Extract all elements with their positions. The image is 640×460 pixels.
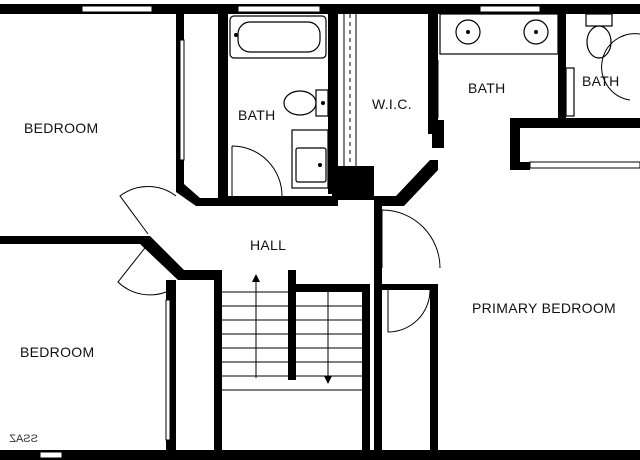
room-label-bath-center: BATH xyxy=(468,80,506,96)
room-label-wic: W.I.C. xyxy=(372,96,412,112)
stair-arrow-down-icon xyxy=(324,292,332,384)
toilet-icon-right xyxy=(585,13,613,59)
closet-doors xyxy=(165,39,640,441)
exterior-walls xyxy=(0,4,640,460)
interior-walls xyxy=(0,14,640,450)
room-labels: BEDROOM BEDROOM BATH W.I.C. BATH BATH HA… xyxy=(20,73,620,360)
room-label-primary-bedroom: PRIMARY BEDROOM xyxy=(472,300,616,316)
wic-shelving xyxy=(343,14,357,166)
doors xyxy=(117,60,441,333)
stairs-left-treads xyxy=(222,291,362,391)
sink-icon xyxy=(291,129,329,189)
top-windows xyxy=(81,5,541,13)
double-sink-icon xyxy=(439,13,559,55)
shower-icon xyxy=(565,33,640,117)
room-label-bath-right: BATH xyxy=(582,73,620,89)
stairs xyxy=(222,274,362,391)
bathtub-icon xyxy=(229,15,327,59)
fixtures xyxy=(229,13,640,189)
bottom-windows xyxy=(39,451,63,459)
room-label-bedroom-bottom: BEDROOM xyxy=(20,344,94,360)
room-label-hall: HALL xyxy=(250,237,286,253)
watermark: SSAZ xyxy=(9,433,38,445)
watermark-text: SSAZ xyxy=(9,433,38,445)
stairs-right-treads xyxy=(296,305,362,377)
stair-arrow-up-icon xyxy=(252,274,260,378)
toilet-icon xyxy=(283,89,329,117)
room-label-bedroom-top: BEDROOM xyxy=(24,120,98,136)
room-label-bath-left: BATH xyxy=(238,107,276,123)
